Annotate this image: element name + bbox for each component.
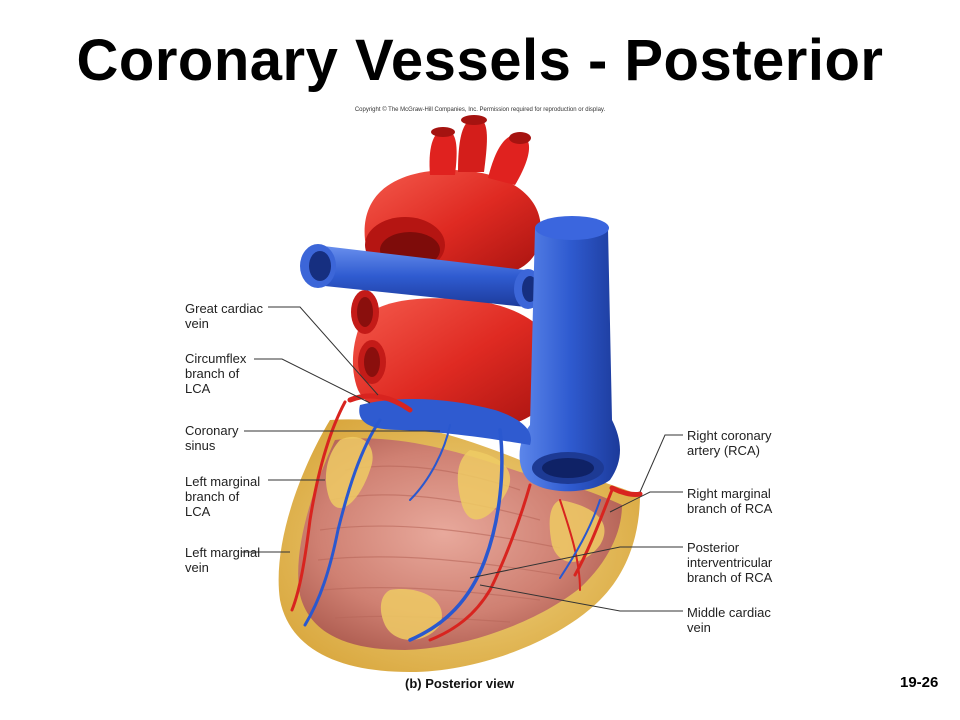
vena-cava xyxy=(519,220,620,492)
label-middle-cardiac-vein: Middle cardiac vein xyxy=(687,605,771,635)
label-right-marginal-branch: Right marginal branch of RCA xyxy=(687,486,773,516)
label-coronary-sinus: Coronary sinus xyxy=(185,423,239,453)
label-right-coronary-artery: Right coronary artery (RCA) xyxy=(687,428,772,458)
figure-caption: (b) Posterior view xyxy=(405,676,515,691)
pulmonary-artery xyxy=(303,245,541,308)
aortic-branch-3 xyxy=(488,134,530,185)
aortic-branch-1 xyxy=(429,130,457,175)
label-great-cardiac-vein: Great cardiac vein xyxy=(185,301,264,331)
page-title: Coronary Vessels - Posterior xyxy=(76,28,884,93)
vena-cava-superior-end xyxy=(535,216,609,240)
label-left-marginal-vein: Left marginal vein xyxy=(185,545,261,575)
left-atrium xyxy=(352,298,559,430)
label-left-marginal-branch: Left marginal branch of LCA xyxy=(185,474,261,519)
label-circumflex-branch: Circumflex branch of LCA xyxy=(185,351,247,396)
ventricle-muscle xyxy=(298,438,622,650)
label-posterior-interventricular: Posterior interventricular branch of RCA xyxy=(687,540,773,585)
copyright-notice: Copyright © The McGraw-Hill Companies, I… xyxy=(354,107,606,113)
coronary-sinus xyxy=(359,398,531,445)
aortic-branch-2 xyxy=(458,118,487,172)
slide-number: 19-26 xyxy=(900,674,939,691)
